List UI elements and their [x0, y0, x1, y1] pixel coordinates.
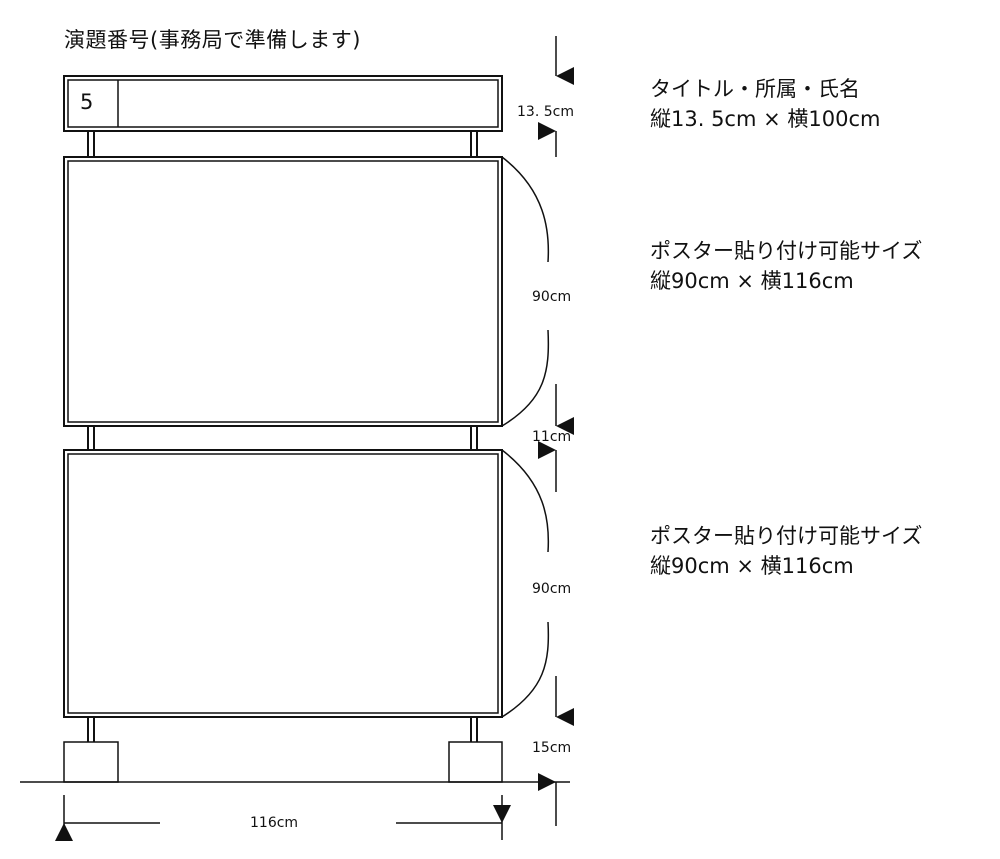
dim-width [55, 795, 511, 841]
poster-panel-2 [63, 449, 503, 718]
heading-label: 演題番号(事務局で準備します) [64, 28, 361, 52]
base-block-right [448, 741, 503, 783]
dim-gap-label: 11cm [532, 429, 572, 445]
middle-posts [87, 426, 478, 450]
desc-title: タイトル・所属・氏名 縦13. 5cm × 横100cm [650, 74, 880, 134]
dim-poster2-label: 90cm [532, 581, 572, 597]
dim-poster2-brace [501, 449, 550, 718]
desc-poster2-line2: 縦90cm × 横116cm [650, 554, 854, 578]
base-block-left [63, 741, 119, 783]
desc-poster1-line2: 縦90cm × 横116cm [650, 269, 854, 293]
upper-posts [87, 131, 478, 157]
desc-poster2-line1: ポスター貼り付け可能サイズ [650, 524, 923, 548]
desc-poster-2: ポスター貼り付け可能サイズ 縦90cm × 横116cm [650, 521, 922, 581]
dim-width-label: 116cm [250, 815, 299, 831]
lower-posts [87, 717, 478, 742]
dim-title-label: 13. 5cm [517, 104, 574, 120]
desc-title-line1: タイトル・所属・氏名 [650, 77, 860, 101]
dim-base-label: 15cm [532, 740, 572, 756]
poster-panel-1 [63, 156, 503, 427]
desc-poster1-line1: ポスター貼り付け可能サイズ [650, 239, 923, 263]
dim-poster1-label: 90cm [532, 289, 572, 305]
poster-number: 5 [80, 90, 94, 114]
desc-title-line2: 縦13. 5cm × 横100cm [650, 107, 881, 131]
desc-poster-1: ポスター貼り付け可能サイズ 縦90cm × 横116cm [650, 236, 922, 296]
dim-poster1-brace [501, 156, 550, 427]
title-panel [63, 75, 503, 132]
